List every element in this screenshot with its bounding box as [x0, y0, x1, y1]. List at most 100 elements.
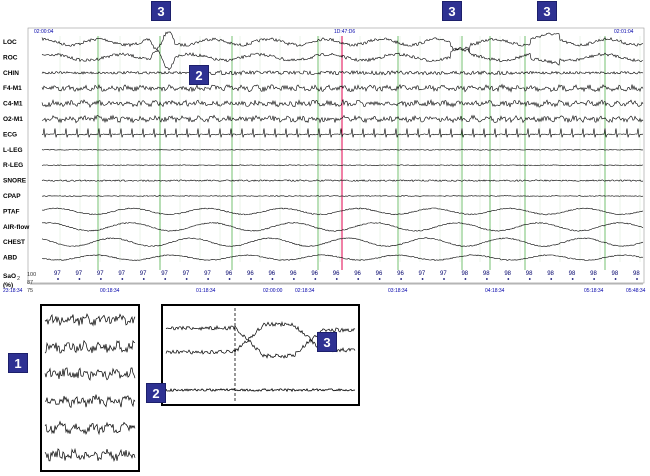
trace-abd [41, 254, 644, 262]
sao2-value: 98 [461, 271, 468, 277]
badge-3-eye-movement-left: 3 [151, 1, 171, 21]
sao2-value: 97 [419, 271, 426, 277]
sao2-value: 98 [526, 271, 533, 277]
sao2-value: 97 [440, 271, 447, 277]
sao2-scale-tick: 87 [27, 280, 33, 286]
sao2-dot [228, 278, 231, 280]
channel-label: LOC [3, 39, 17, 46]
sao2-dot [485, 278, 488, 280]
sao2-subscript: 2 [17, 276, 20, 282]
inset-eeg-trace [44, 313, 136, 327]
sao2-value: 97 [75, 271, 82, 277]
badge-3-eye-movement-mid: 3 [442, 1, 462, 21]
sao2-value: 97 [183, 271, 190, 277]
timeline-label: 01:18:34 [196, 288, 216, 294]
recording-frame [27, 27, 645, 284]
trace-air-flow [42, 222, 644, 232]
sao2-dot [57, 278, 59, 280]
badge-1-eeg: 1 [8, 353, 28, 373]
sao2-dot [207, 278, 210, 280]
sao2-value: 96 [376, 271, 383, 277]
inset-eeg-trace [44, 394, 136, 409]
timeline-label: 03:18:34 [388, 288, 408, 294]
sao2-dot [78, 278, 81, 280]
timeline-label: 05:18:34 [584, 288, 604, 294]
sao2-dot [250, 278, 252, 280]
channel-label: O2-M1 [3, 116, 23, 123]
channel-label: PTAF [3, 208, 20, 215]
timeline-label: 00:18:34 [100, 288, 120, 294]
sao2-dot [528, 278, 531, 280]
sao2-value: 96 [311, 271, 318, 277]
inset-eeg-closeup [40, 304, 140, 472]
sao2-value: 96 [226, 271, 233, 277]
badge-3-inset-eye-movement: 3 [317, 332, 337, 352]
sao2-value: 97 [161, 271, 168, 277]
sao2-dot [335, 278, 338, 280]
sao2-dot [185, 278, 188, 280]
sao2-value: 97 [204, 271, 211, 277]
sao2-value: 96 [397, 271, 404, 277]
sao2-value: 98 [633, 271, 640, 277]
sao2-dot [142, 278, 145, 280]
sao2-dot [314, 278, 317, 280]
channel-label: C4-M1 [3, 101, 23, 108]
sao2-value: 98 [612, 271, 619, 277]
channel-label: CHIN [3, 70, 19, 77]
sao2-dot [593, 278, 596, 280]
trace-ecg [41, 128, 644, 138]
sao2-value: 98 [590, 271, 597, 277]
timeline-label: 04:18:34 [485, 288, 505, 294]
trace-roc [41, 46, 644, 71]
sao2-dot [636, 278, 638, 280]
inset-eeg-trace [44, 420, 136, 436]
trace-loc [41, 31, 644, 53]
inset-eeg-trace [44, 339, 136, 354]
sao2-value: 96 [354, 271, 361, 277]
sao2-dot [400, 278, 403, 280]
sao2-dot [121, 278, 124, 280]
trace-cpap [41, 195, 644, 197]
badge-3-eye-movement-right: 3 [537, 1, 557, 21]
sao2-value: 98 [483, 271, 490, 277]
timeline-label: 02:18:34 [295, 288, 315, 294]
time-mid: 1D:47:D6 [334, 29, 355, 35]
inset-eog-trace-loc [165, 325, 356, 359]
sao2-dot [614, 278, 617, 280]
sao2-dot [507, 278, 510, 280]
inset-eeg-traces [44, 313, 136, 462]
trace-l-leg [41, 149, 644, 151]
channel-label: L-LEG [3, 147, 23, 154]
inset-eeg-trace [44, 447, 136, 462]
channel-labels: LOCROCCHINF4-M1C4-M1O2-M1ECGL-LEGR-LEGSN… [3, 39, 30, 262]
sao2-value: 98 [569, 271, 576, 277]
sao2-value: 96 [333, 271, 340, 277]
sao2-dot [271, 278, 274, 280]
sao2-dot [421, 278, 424, 280]
badge-2-chin-emg: 2 [189, 65, 209, 85]
sao2-dot [571, 278, 574, 280]
trace-ptaf [41, 207, 644, 216]
sao2-dot [550, 278, 553, 280]
channel-label: ECG [3, 131, 17, 138]
channel-label: R-LEG [3, 162, 23, 169]
sao2-label: SaO [3, 273, 16, 280]
sao2-value: 97 [97, 271, 104, 277]
sao2-value: 97 [54, 271, 61, 277]
signal-traces [41, 31, 644, 262]
channel-label: F4-M1 [3, 85, 22, 92]
sao2-dot [164, 278, 167, 280]
sao2-dot [464, 278, 467, 280]
sao2-value: 97 [140, 271, 147, 277]
sao2-value: 96 [268, 271, 275, 277]
time-end: 02:01:04 [614, 29, 634, 35]
channel-label: CPAP [3, 193, 21, 200]
psg-recording-panel: LOCROCCHINF4-M1C4-M1O2-M1ECGL-LEGR-LEGSN… [3, 27, 646, 294]
sao2-scale-tick: 75 [27, 288, 33, 294]
sao2-dot [99, 278, 102, 280]
time-start: 02:00:04 [34, 29, 54, 35]
inset-eog-chin-closeup [161, 304, 360, 406]
sao2-value: 98 [504, 271, 511, 277]
sao2-dot [357, 278, 360, 280]
